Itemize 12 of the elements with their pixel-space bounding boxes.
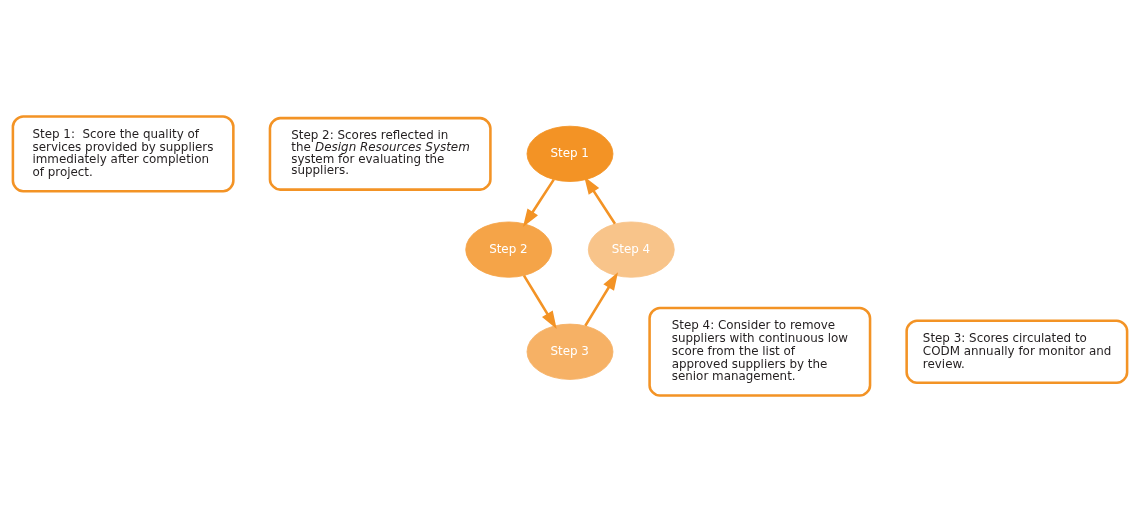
node-ellipse: Step 4 xyxy=(587,221,675,278)
node-box: Step 1: Score the quality of services provided by suppliers immediately after completion of project. xyxy=(11,115,235,193)
node-box: Step 4: Consider to remove suppliers with continuous low score from the list of approved suppliers by the senior management. xyxy=(648,306,872,397)
node-ellipse: Step 1 xyxy=(526,125,614,182)
node-ellipse: Step 2 xyxy=(465,221,553,278)
arrow xyxy=(522,178,555,227)
node-ellipse: Step 3 xyxy=(526,323,614,380)
node-box: Step 2: Scores reflected in the Design Resources System system for evaluating the suppliers. xyxy=(268,116,492,191)
arrow xyxy=(584,176,616,225)
arrow xyxy=(584,272,618,327)
arrow xyxy=(522,274,557,330)
node-box: Step 3: Scores circulated to CODM annually for monitor and review. xyxy=(905,319,1129,385)
